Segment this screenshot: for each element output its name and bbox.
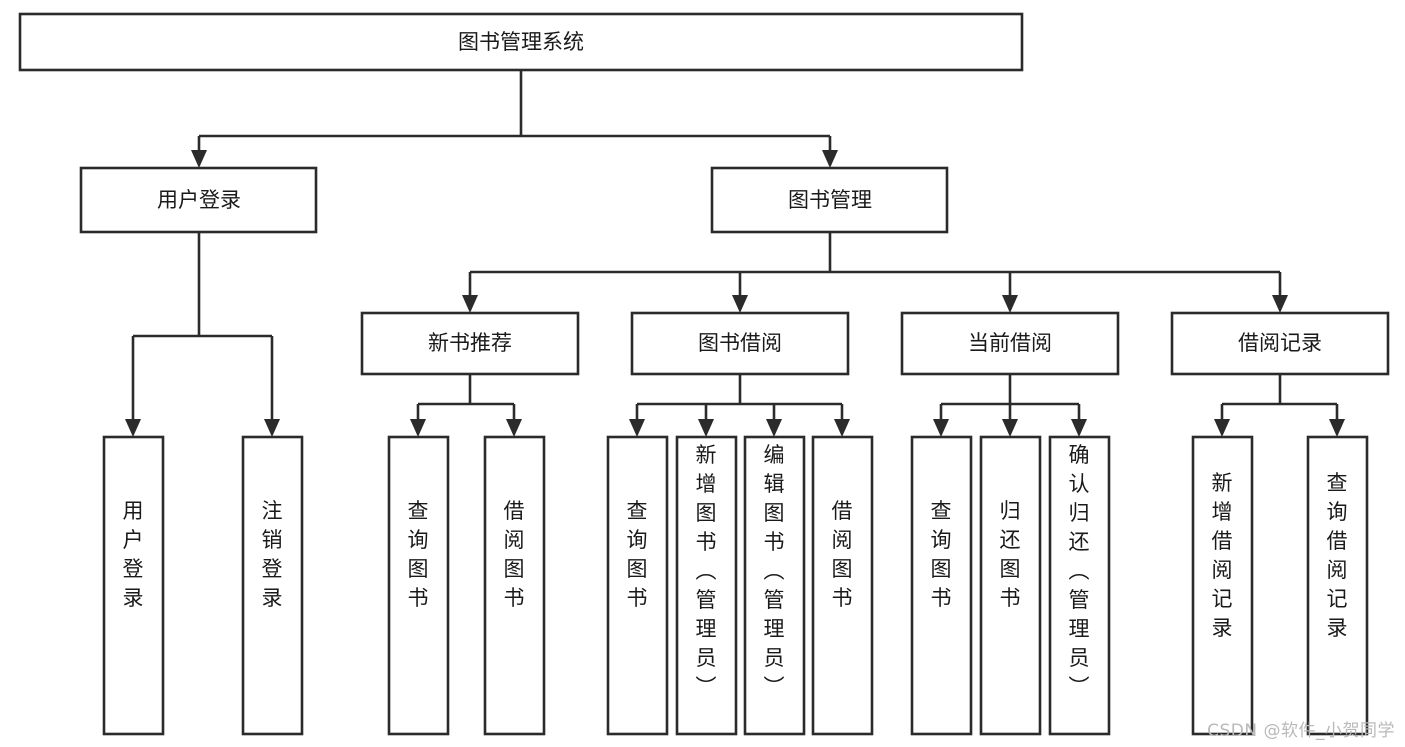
node-leaf-edit-book[interactable]: 编辑图书︵管理员︶ bbox=[743, 435, 806, 736]
arrow-head-leaf-borrow-book-1 bbox=[506, 419, 522, 437]
node-leaf-query-book-2-box[interactable] bbox=[606, 435, 669, 736]
arrow-head-leaf-edit-book bbox=[766, 419, 782, 437]
node-borrow-record-label: 借阅记录 bbox=[1238, 331, 1322, 355]
node-leaf-borrow-book-1[interactable]: 借阅图书 bbox=[483, 435, 546, 736]
node-leaf-user-login-label: 用户登录 bbox=[123, 499, 144, 610]
connector-group-user-login-leaves bbox=[125, 232, 280, 437]
arrow-head-book-manage bbox=[822, 150, 838, 168]
node-current-borrow-box[interactable] bbox=[900, 311, 1120, 376]
node-leaf-borrow-book-1-box[interactable] bbox=[483, 435, 546, 736]
node-leaf-query-record[interactable]: 查询借阅记录 bbox=[1306, 435, 1369, 736]
arrow-head-leaf-borrow-book-2 bbox=[834, 419, 850, 437]
node-leaf-query-book-1[interactable]: 查询图书 bbox=[387, 435, 450, 736]
node-leaf-user-logout-label: 注销登录 bbox=[262, 499, 283, 610]
arrow-head-user-login bbox=[191, 150, 207, 168]
node-leaf-user-logout[interactable]: 注销登录 bbox=[241, 435, 304, 736]
arrow-head-book-borrow bbox=[732, 295, 748, 313]
node-borrow-record-box[interactable] bbox=[1170, 311, 1390, 376]
connector-group-root bbox=[191, 70, 838, 168]
arrow-head-borrow-record bbox=[1272, 295, 1288, 313]
arrow-head-leaf-user-logout bbox=[264, 419, 280, 437]
arrow-head-leaf-query-book-1 bbox=[410, 419, 426, 437]
node-book-borrow-box[interactable] bbox=[630, 311, 850, 376]
node-leaf-add-book-label: 新增图书︵管理员︶ bbox=[696, 443, 717, 699]
node-leaf-add-record[interactable]: 新增借阅记录 bbox=[1191, 435, 1254, 736]
node-leaf-query-record-label: 查询借阅记录 bbox=[1327, 471, 1348, 640]
connector-group-book-borrow-leaves bbox=[629, 374, 850, 437]
arrow-head-leaf-query-book-2 bbox=[629, 419, 645, 437]
node-book-borrow[interactable]: 图书借阅 bbox=[630, 311, 850, 376]
node-book-manage-label: 图书管理 bbox=[788, 188, 872, 212]
node-book-manage[interactable]: 图书管理 bbox=[710, 166, 949, 234]
node-leaf-borrow-book-2-box[interactable] bbox=[811, 435, 874, 736]
node-leaf-query-book-2[interactable]: 查询图书 bbox=[606, 435, 669, 736]
connector-group-borrow-record-leaves bbox=[1214, 374, 1345, 437]
node-root-box[interactable] bbox=[18, 12, 1024, 72]
arrow-head-leaf-add-book bbox=[698, 419, 714, 437]
node-leaf-confirm-return[interactable]: 确认归还︵管理员︶ bbox=[1048, 435, 1111, 736]
node-borrow-record[interactable]: 借阅记录 bbox=[1170, 311, 1390, 376]
node-leaf-query-book-3-box[interactable] bbox=[910, 435, 973, 736]
arrow-head-leaf-add-record bbox=[1214, 419, 1230, 437]
node-leaf-query-book-3[interactable]: 查询图书 bbox=[910, 435, 973, 736]
node-current-borrow[interactable]: 当前借阅 bbox=[900, 311, 1120, 376]
node-leaf-borrow-book-2-label: 借阅图书 bbox=[832, 499, 853, 610]
node-leaf-add-record-box[interactable] bbox=[1191, 435, 1254, 736]
arrow-head-leaf-confirm-return bbox=[1071, 419, 1087, 437]
node-root[interactable]: 图书管理系统 bbox=[18, 12, 1024, 72]
node-leaf-confirm-return-box[interactable] bbox=[1048, 435, 1111, 736]
arrow-head-current-borrow bbox=[1002, 295, 1018, 313]
node-leaf-query-book-2-label: 查询图书 bbox=[627, 499, 648, 610]
connector-group-current-borrow-leaves bbox=[933, 374, 1087, 437]
connector-group-new-book-leaves bbox=[410, 374, 522, 437]
node-new-book-recommend-box[interactable] bbox=[360, 311, 580, 376]
node-user-login-label: 用户登录 bbox=[157, 188, 241, 212]
node-user-login-box[interactable] bbox=[79, 166, 318, 234]
node-leaf-borrow-book-1-label: 借阅图书 bbox=[504, 499, 525, 610]
node-leaf-add-record-label: 新增借阅记录 bbox=[1212, 471, 1233, 640]
arrow-head-leaf-query-record bbox=[1329, 419, 1345, 437]
connector-group-book-manage bbox=[462, 232, 1288, 313]
node-leaf-return-book-label: 归还图书 bbox=[1000, 499, 1021, 610]
node-book-borrow-label: 图书借阅 bbox=[698, 331, 782, 355]
node-leaf-return-book[interactable]: 归还图书 bbox=[979, 435, 1042, 736]
arrow-head-leaf-user-login bbox=[125, 419, 141, 437]
arrow-head-leaf-query-book-3 bbox=[933, 419, 949, 437]
node-leaf-user-login[interactable]: 用户登录 bbox=[102, 435, 165, 736]
node-new-book-recommend[interactable]: 新书推荐 bbox=[360, 311, 580, 376]
node-leaf-query-book-1-label: 查询图书 bbox=[408, 499, 429, 610]
node-root-label: 图书管理系统 bbox=[458, 30, 584, 54]
node-current-borrow-label: 当前借阅 bbox=[968, 331, 1052, 355]
node-leaf-query-book-1-box[interactable] bbox=[387, 435, 450, 736]
arrow-head-new-book-recommend bbox=[462, 295, 478, 313]
node-leaf-query-book-3-label: 查询图书 bbox=[931, 499, 952, 610]
csdn-watermark: CSDN @软件_小贺同学 bbox=[1207, 721, 1395, 741]
node-leaf-borrow-book-2[interactable]: 借阅图书 bbox=[811, 435, 874, 736]
node-new-book-recommend-label: 新书推荐 bbox=[428, 331, 512, 355]
node-leaf-return-book-box[interactable] bbox=[979, 435, 1042, 736]
node-book-manage-box[interactable] bbox=[710, 166, 949, 234]
arrow-head-leaf-return-book bbox=[1002, 419, 1018, 437]
node-leaf-edit-book-box[interactable] bbox=[743, 435, 806, 736]
node-leaf-add-book[interactable]: 新增图书︵管理员︶ bbox=[675, 435, 738, 736]
node-leaf-add-book-box[interactable] bbox=[675, 435, 738, 736]
node-leaf-user-login-box[interactable] bbox=[102, 435, 165, 736]
node-leaf-user-logout-box[interactable] bbox=[241, 435, 304, 736]
node-leaf-edit-book-label: 编辑图书︵管理员︶ bbox=[764, 443, 785, 699]
node-leaf-query-record-box[interactable] bbox=[1306, 435, 1369, 736]
node-user-login[interactable]: 用户登录 bbox=[79, 166, 318, 234]
node-leaf-confirm-return-label: 确认归还︵管理员︶ bbox=[1069, 443, 1090, 699]
